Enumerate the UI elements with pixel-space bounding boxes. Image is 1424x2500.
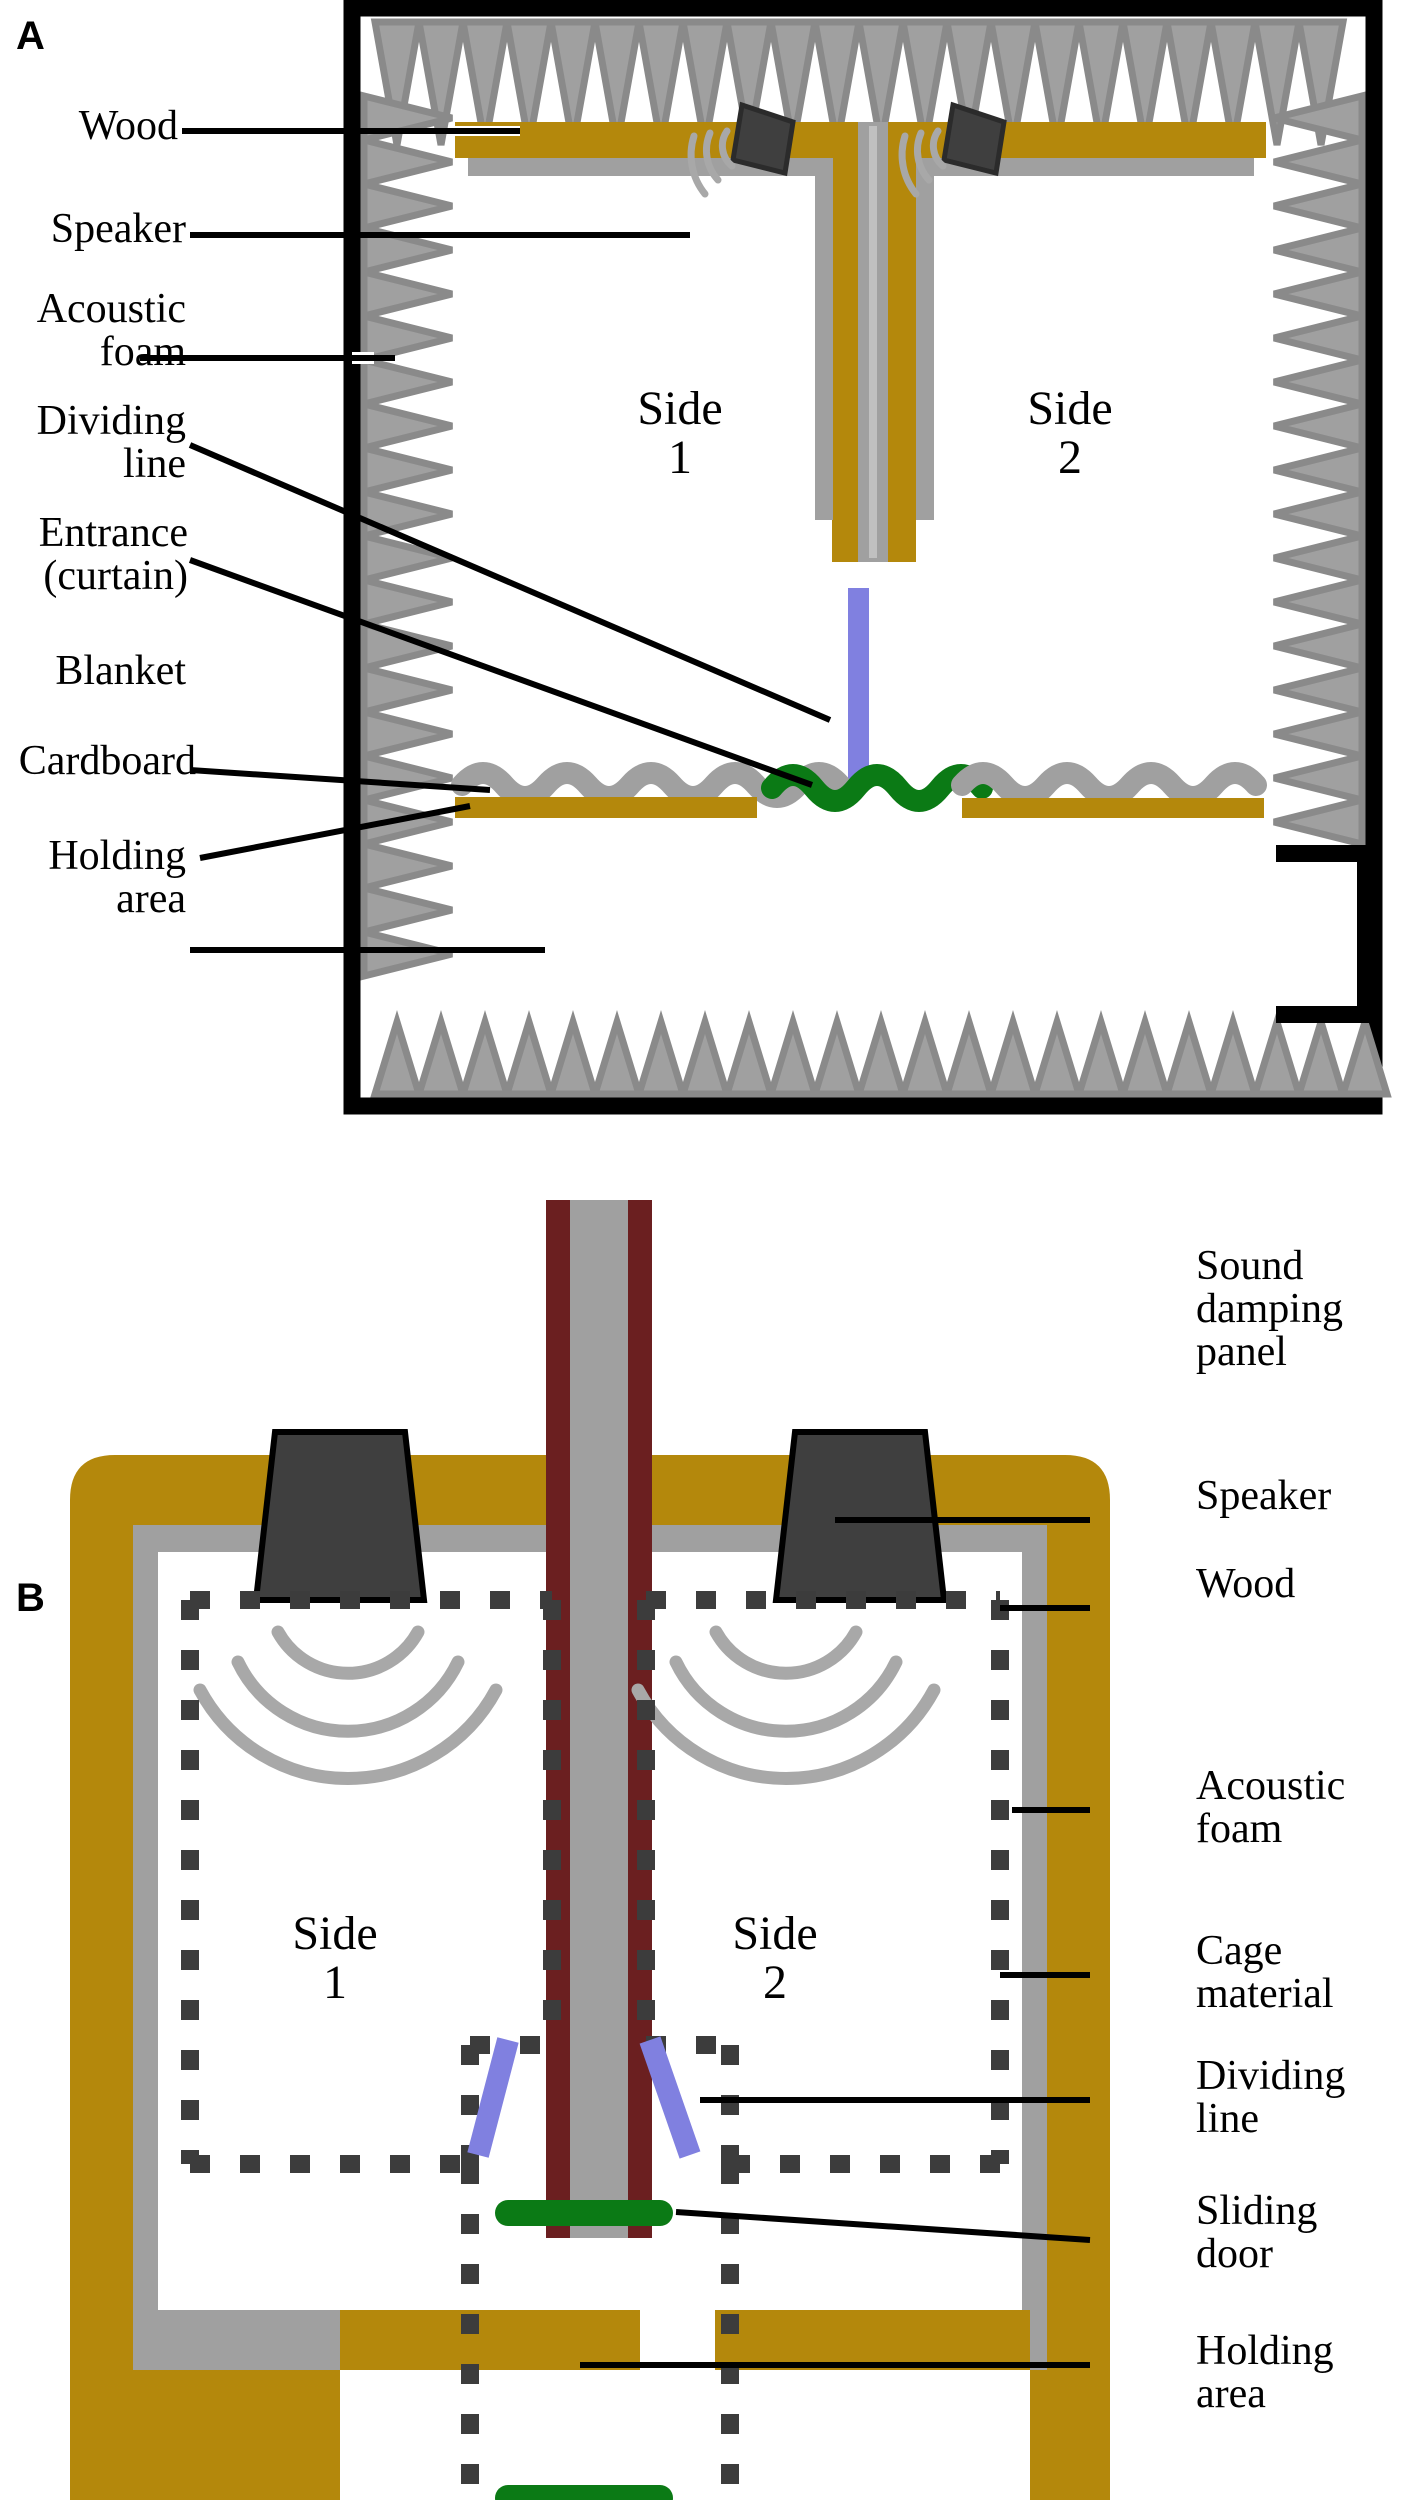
leader-cardboard [199,803,471,861]
label-wood-b: Wood [1196,1561,1296,1607]
speaker-b-side-1 [252,1429,428,1603]
label-speaker-b: Speaker [1196,1473,1332,1519]
chamber-outer-wall [343,0,1383,1115]
sliding-doors-b [495,2200,673,2500]
label-wood-a: Wood [78,103,178,149]
sound-damping-panel [546,1200,652,2238]
panel-a-diagram [0,0,1424,1180]
label-entrance-curtain-a: Entrance (curtain) [38,510,188,599]
acoustic-foam-left [360,91,453,981]
label-acoustic-foam-b: Acoustic foam [1196,1763,1346,1852]
sound-waves-b-side-2 [631,1625,941,1785]
acoustic-foam-bottom [370,1010,1392,1098]
label-holding-area-b: Holding area [1196,2328,1334,2417]
leader-entrance [188,557,814,788]
leader-lines-panel-a [140,126,832,953]
leader-sliding-door-b [675,2209,1091,2243]
leader-lines-panel-b [580,1517,1091,2368]
cage-side-1 [181,1591,561,2173]
panel-a-side-1-label: Side 1 [637,382,723,484]
dividing-wall-center [815,122,934,562]
panel-b-diagram [0,1200,1424,2500]
panel-b-letter: B [16,1576,45,1620]
acoustic-foam-right [1273,91,1366,849]
speaker-side-1 [687,101,796,198]
sound-waves-b-side-1 [193,1625,503,1785]
panel-b-side-2-label: Side 2 [732,1907,818,2009]
sliding-door-upper [495,2200,673,2226]
cardboard-left-2 [455,798,757,818]
chamber-right-wall-stubs [1276,845,1374,1023]
label-acoustic-foam-a: Acoustic foam [36,286,186,375]
blanket-right [951,762,1267,808]
speaker-b-side-2 [772,1429,948,1603]
leader-blanket [189,767,491,793]
label-holding-area-a: Holding area [48,833,186,922]
label-cardboard-a: Cardboard [18,738,196,784]
sliding-door-lower [495,2485,673,2500]
panel-a-side-2-label: Side 2 [1027,382,1113,484]
label-dividing-line-a: Dividing line [36,398,186,487]
label-blanket-a: Blanket [55,648,186,694]
acoustic-foam-top [370,18,1348,146]
leader-dividing-line [188,442,832,723]
label-speaker-a: Speaker [50,206,186,252]
speaker-side-2 [898,101,1007,198]
panel-a-letter: A [16,14,45,58]
label-sound-damping-panel-b: Sound damping panel [1196,1243,1343,1375]
dividing-line-bar [848,588,869,780]
dividing-lines-b [467,2036,701,2159]
cardboard-right-full [962,798,1264,818]
label-dividing-line-b: Dividing line [1196,2053,1346,2142]
panel-b-side-1-label: Side 1 [292,1907,378,2009]
cage-holding-area [461,2164,739,2500]
label-sliding-door-b: Sliding door [1196,2188,1318,2277]
label-cage-material-b: Cage material [1196,1928,1334,2017]
